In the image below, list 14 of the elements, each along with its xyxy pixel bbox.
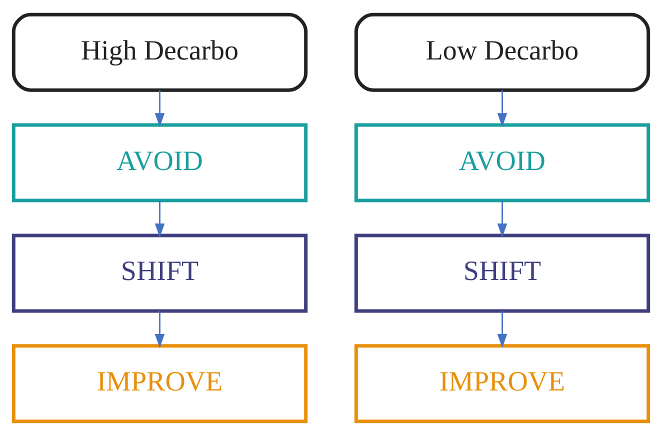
node-box: IMPROVE (354, 344, 650, 423)
arrow (497, 90, 508, 127)
arrow (154, 310, 165, 348)
node-box: Low Decarbo (354, 12, 650, 92)
node-box: AVOID (354, 122, 650, 202)
node-box: IMPROVE (12, 344, 308, 423)
arrow (497, 200, 508, 238)
arrow (154, 90, 165, 127)
node-box: SHIFT (354, 233, 650, 312)
node-box: SHIFT (12, 233, 308, 312)
arrow (154, 200, 165, 238)
arrow (497, 310, 508, 348)
node-box: High Decarbo (12, 12, 308, 92)
node-box: AVOID (12, 122, 308, 202)
